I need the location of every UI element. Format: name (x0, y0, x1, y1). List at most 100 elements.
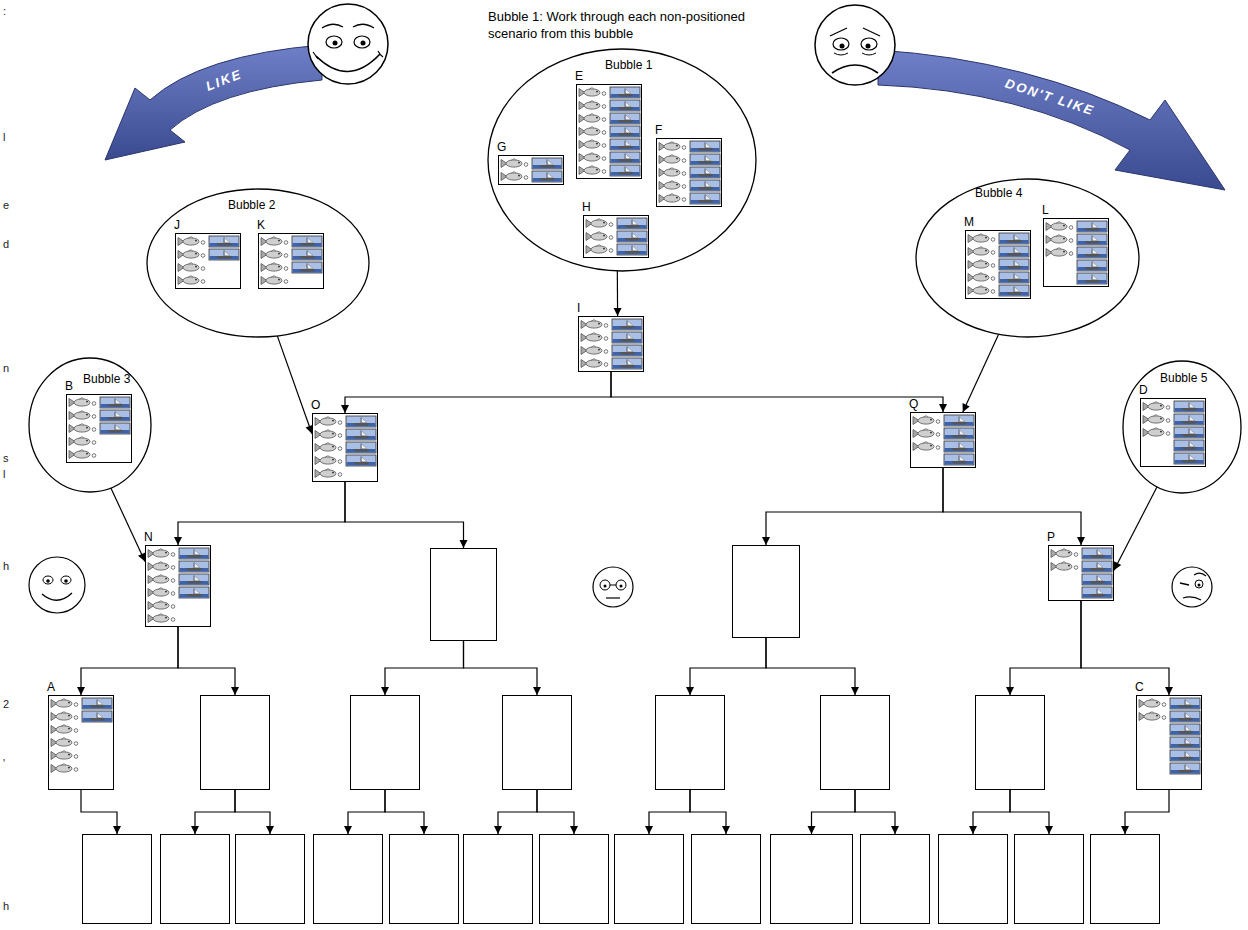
boat-icon (944, 428, 974, 439)
boat-icon (308, 264, 313, 269)
boat-icon (1082, 587, 1112, 598)
fish-icon (338, 460, 342, 464)
boat-icon (618, 251, 647, 255)
boat-icon (89, 718, 106, 721)
boat-icon (999, 233, 1029, 244)
connector-line (1010, 601, 1081, 695)
empty-box (389, 834, 459, 924)
fish-icon (315, 443, 342, 452)
boat-icon (612, 319, 642, 330)
boat-icon (610, 100, 640, 111)
arrowhead (963, 403, 970, 412)
skeptical-face (1172, 567, 1212, 607)
fish-icon (74, 729, 78, 733)
fish-icon (991, 264, 995, 268)
boat-icon (1174, 414, 1204, 425)
fish-icon (1143, 415, 1170, 424)
arrowhead (341, 405, 349, 413)
boat-icon (617, 218, 647, 229)
boat-icon (547, 173, 548, 179)
fish-icon (524, 176, 528, 180)
fish-icon (682, 198, 686, 202)
connector (385, 790, 428, 834)
connector (178, 627, 239, 695)
boat-icon (960, 430, 965, 435)
boat-icon (1092, 262, 1093, 268)
fish-icon (930, 432, 932, 434)
fish-icon (1148, 403, 1164, 410)
connector (611, 372, 947, 412)
boat-icon (179, 548, 209, 559)
connector (191, 790, 235, 834)
boat-icon (101, 430, 130, 434)
fish-icon (604, 350, 608, 354)
scenario-icons (49, 696, 113, 789)
fish-icon (506, 160, 522, 167)
boat-icon (1177, 744, 1194, 747)
boat-icon (100, 397, 130, 408)
boat-icon (299, 243, 316, 246)
boat-icon (1078, 280, 1107, 284)
boat-icon (691, 200, 720, 204)
empty-box (200, 695, 270, 790)
fish-icon (315, 430, 342, 439)
fish-icon (1166, 419, 1170, 423)
connector (277, 336, 313, 434)
boat-icon (1186, 752, 1191, 757)
boat-icon (346, 416, 376, 427)
boat-icon (1077, 273, 1107, 284)
scenario-icons (1044, 219, 1108, 286)
boat-icon (1174, 414, 1204, 425)
boat-icon (705, 143, 706, 149)
boat-icon (619, 365, 636, 368)
boat-icon (1175, 421, 1204, 425)
fish-icon (69, 398, 96, 407)
fish-icon (985, 237, 987, 239)
boat-icon (1174, 401, 1204, 412)
margin-fragment: l (3, 131, 5, 144)
fish-icon (171, 579, 175, 583)
fish-icon (1139, 712, 1166, 721)
connector (1010, 790, 1053, 834)
boat-icon (999, 259, 1029, 270)
fish-icon (1160, 405, 1162, 407)
empty-box (502, 695, 572, 790)
boat-icon (999, 272, 1029, 283)
fish-icon (1139, 699, 1166, 708)
fish-icon (511, 172, 516, 174)
fish-icon (591, 246, 607, 253)
fish-icon (148, 575, 175, 584)
boat-icon (532, 158, 562, 169)
fish-icon (171, 566, 175, 570)
fish-icon (61, 751, 66, 753)
fish-icon (978, 247, 983, 249)
boat-icon (1181, 408, 1198, 411)
boat-icon (292, 236, 322, 247)
fish-icon (973, 248, 989, 255)
boat-icon (610, 126, 640, 137)
empty-box (313, 834, 383, 924)
boat-icon (945, 448, 974, 452)
scenario-box: A (48, 695, 114, 790)
boat-icon (628, 321, 633, 326)
connector-line (812, 790, 856, 834)
fish-icon (153, 615, 169, 622)
fish-icon (913, 442, 940, 451)
boat-icon (83, 705, 112, 709)
arrowhead (420, 826, 428, 834)
boat-icon (1077, 234, 1107, 245)
connector-line (649, 790, 690, 834)
boat-icon (195, 589, 200, 594)
neutral-face (620, 585, 623, 588)
margin-fragment: l (3, 468, 5, 481)
boat-icon (1174, 453, 1204, 464)
boat-icon (1177, 757, 1194, 760)
boat-icon (632, 246, 633, 252)
fish-icon (591, 333, 596, 335)
like-arrow (105, 45, 322, 160)
boat-icon (1098, 550, 1103, 555)
fish-icon (596, 219, 601, 221)
connector (686, 638, 766, 695)
boat-icon (1174, 440, 1204, 451)
smile-face (64, 579, 68, 583)
